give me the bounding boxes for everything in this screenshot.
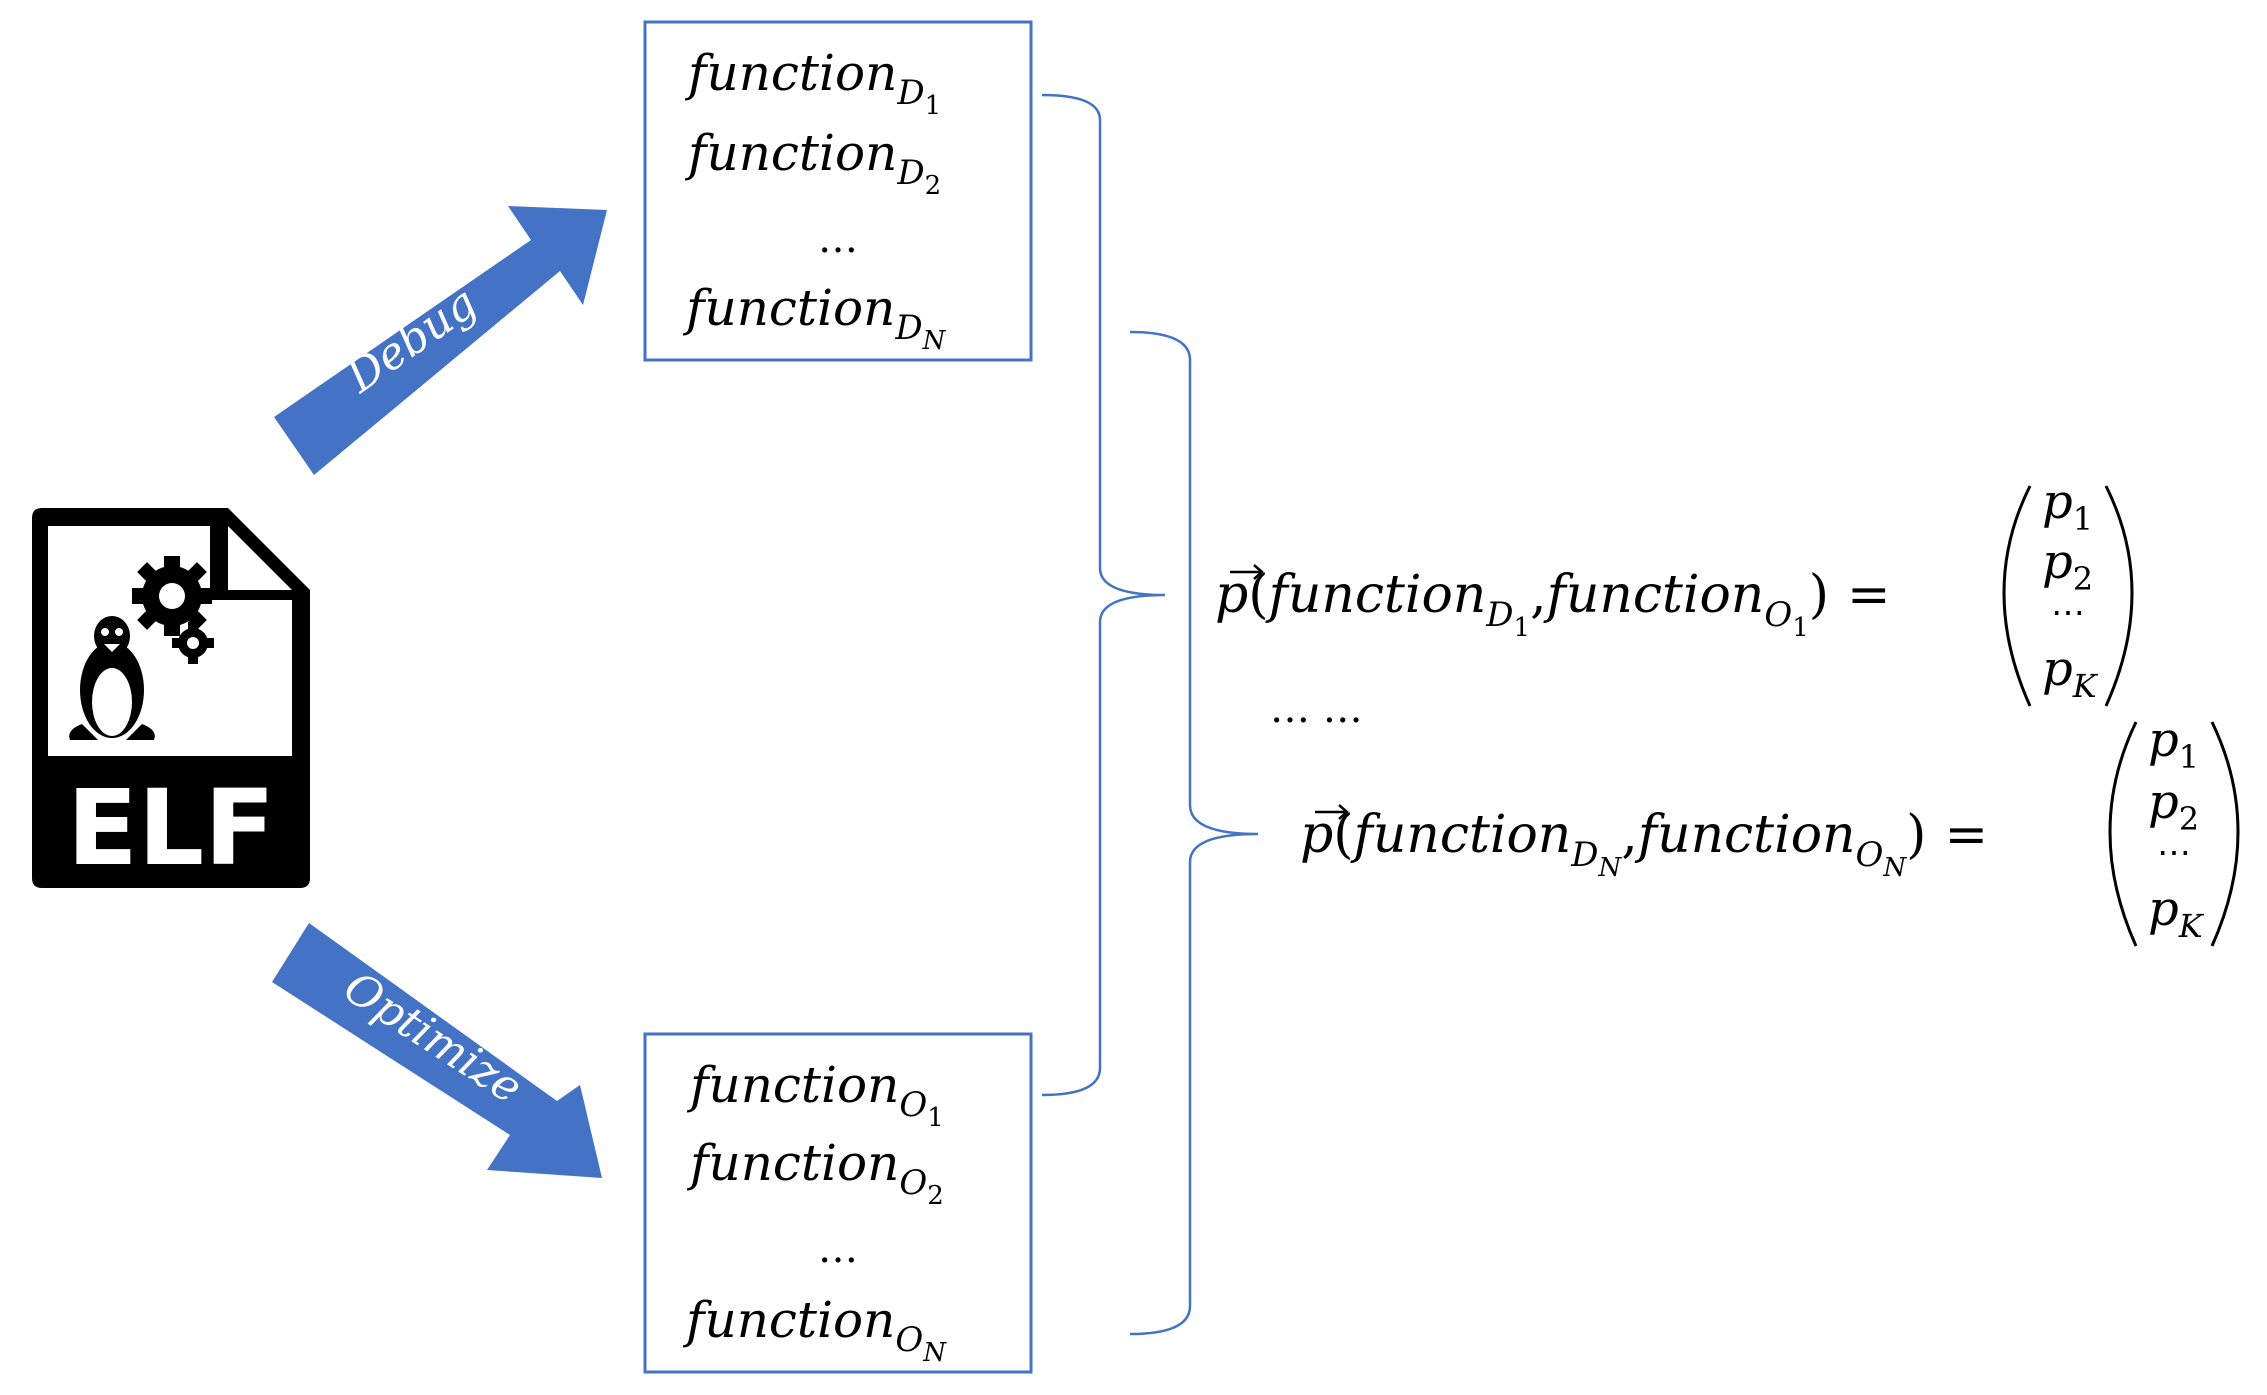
similarity-equation-first: p(functionD1,functionO1)= p1 p2 ⋯ pK bbox=[1215, 474, 2134, 707]
optimize-function-box: functionO1 functionO2 … functionON bbox=[643, 1032, 1033, 1374]
function-ellipsis: … bbox=[818, 1226, 858, 1272]
function-d2-label: functionD2 bbox=[684, 124, 941, 201]
function-d1-label: functionD1 bbox=[684, 44, 941, 121]
right-paren bbox=[2210, 721, 2240, 947]
similarity-equation-last: p(functionDN,functionON)= p1 p2 ⋯ pK bbox=[1300, 712, 2240, 947]
left-paren bbox=[2108, 721, 2138, 947]
left-paren bbox=[2002, 485, 2032, 707]
vector-entry-dots: ⋯ bbox=[2157, 833, 2191, 873]
lower-brace bbox=[1129, 330, 1259, 1336]
vector-entry-p1: p1 bbox=[2148, 712, 2199, 776]
debug-function-box: functionD1 functionD2 … functionDN bbox=[643, 20, 1033, 362]
upper-brace bbox=[1041, 93, 1166, 1097]
right-paren bbox=[2104, 485, 2134, 707]
middle-ellipsis: … … bbox=[1270, 686, 1363, 732]
function-ellipsis: … bbox=[818, 216, 858, 262]
vector-arrow-icon bbox=[1315, 804, 1349, 820]
gear-icon bbox=[132, 556, 212, 636]
vector-entry-pk: pK bbox=[2042, 641, 2099, 705]
equation-last-lhs: p(functionDN,functionON)= bbox=[1300, 805, 1988, 883]
vector-entry-dots: ⋯ bbox=[2051, 593, 2085, 633]
vector-entry-pk: pK bbox=[2148, 881, 2205, 945]
vector-entry-p2: p2 bbox=[2148, 774, 2199, 838]
vector-arrow-icon bbox=[1230, 564, 1264, 580]
debug-arrow: Debug bbox=[274, 206, 607, 475]
optimize-arrow: Optimize bbox=[272, 923, 602, 1178]
small-gear-icon bbox=[172, 622, 214, 664]
function-o2-label: functionO2 bbox=[686, 1134, 944, 1211]
equation-first-lhs: p(functionD1,functionO1)= bbox=[1215, 565, 1891, 643]
vector-entry-p2: p2 bbox=[2042, 534, 2093, 598]
penguin-icon bbox=[69, 616, 155, 740]
vector-entry-p1: p1 bbox=[2042, 474, 2093, 538]
function-on-label: functionON bbox=[682, 1291, 947, 1368]
elf-file-icon: ELF bbox=[32, 508, 310, 889]
function-o1-label: functionO1 bbox=[686, 1056, 944, 1133]
function-dn-label: functionDN bbox=[682, 279, 947, 356]
elf-label: ELF bbox=[67, 767, 275, 889]
